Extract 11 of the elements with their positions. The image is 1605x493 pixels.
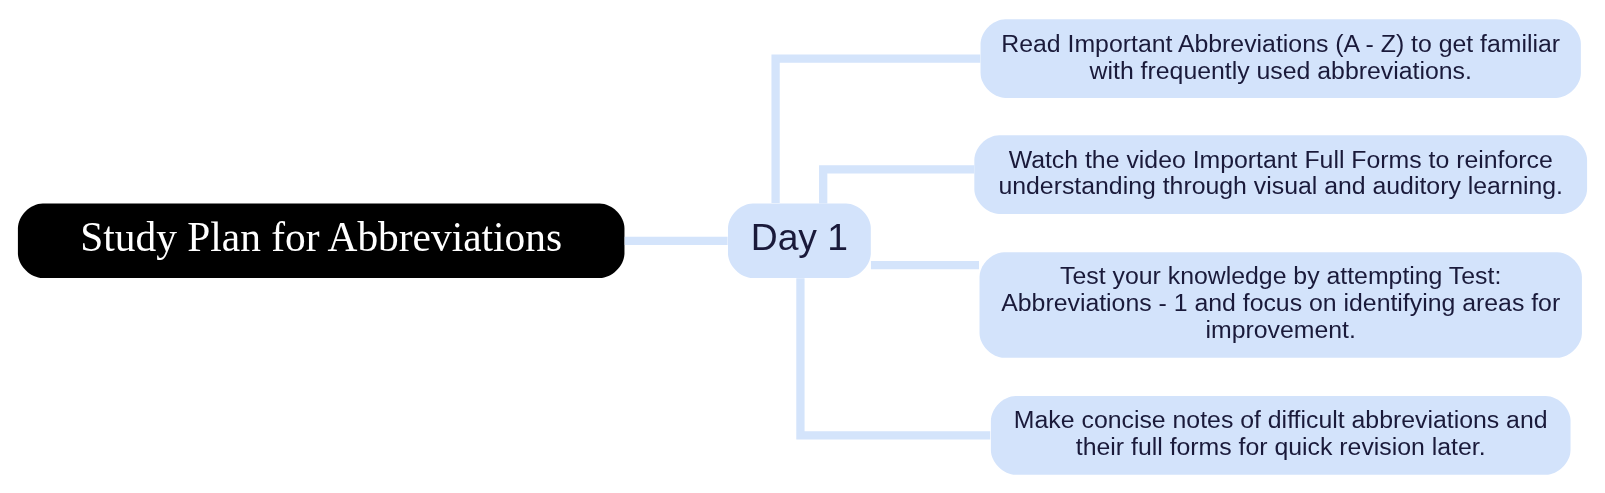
connector [796, 277, 991, 440]
connector [771, 53, 981, 203]
connector [870, 260, 979, 269]
connector [624, 236, 728, 245]
node-box: Test your knowledge by attempting Test: Abbreviations - 1 and focus on identifying areas for improvement. [979, 251, 1582, 358]
node-box: Make concise notes of difficult abbreviations and their full forms for quick revision later. [990, 395, 1571, 475]
node-box: Read Important Abbreviations (A - Z) to get familiar with frequently used abbreviations. [980, 18, 1581, 98]
node-box: Watch the video Important Full Forms to reinforce understanding through visual and auditory learning. [974, 134, 1588, 214]
node-box: Study Plan for Abbreviations [17, 203, 625, 278]
node-box: Day 1 [727, 203, 871, 278]
connector [819, 164, 975, 203]
